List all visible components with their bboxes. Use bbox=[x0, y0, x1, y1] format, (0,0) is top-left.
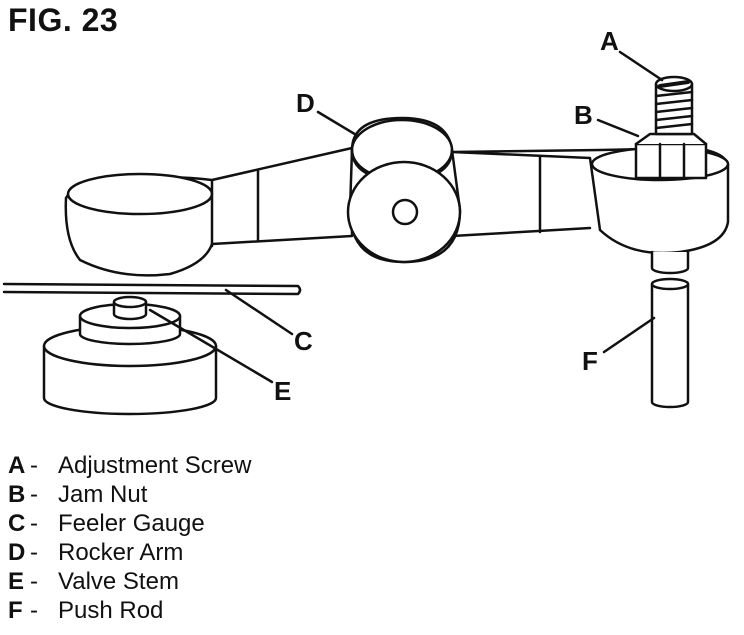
legend-item-adjustment-screw: A - Adjustment Screw bbox=[8, 452, 251, 481]
legend-dash: - bbox=[30, 539, 38, 566]
legend-label: Jam Nut bbox=[58, 481, 148, 508]
legend-dash: - bbox=[30, 510, 38, 537]
legend-dash: - bbox=[30, 481, 38, 508]
legend-label: Valve Stem bbox=[58, 568, 179, 595]
leader-line-b bbox=[596, 118, 640, 138]
legend: A - Adjustment Screw B - Jam Nut C - Fee… bbox=[8, 452, 251, 626]
legend-dash: - bbox=[30, 597, 38, 624]
legend-letter: B bbox=[8, 481, 26, 508]
rocker-arm bbox=[64, 116, 730, 277]
legend-letter: D bbox=[8, 539, 26, 566]
legend-dash: - bbox=[30, 452, 38, 479]
legend-label: Adjustment Screw bbox=[58, 452, 252, 479]
leader-line-f bbox=[602, 316, 656, 354]
legend-letter: F bbox=[8, 597, 23, 624]
push-rod-socket bbox=[650, 250, 690, 275]
push-rod bbox=[650, 277, 690, 409]
legend-letter: A bbox=[8, 452, 26, 479]
callout-c: C bbox=[294, 326, 313, 356]
valve-spring-base bbox=[42, 302, 218, 416]
legend-label: Rocker Arm bbox=[58, 539, 184, 566]
adjustment-screw bbox=[654, 75, 694, 136]
legend-item-feeler-gauge: C - Feeler Gauge bbox=[8, 510, 251, 539]
leader-line-d bbox=[316, 110, 360, 138]
legend-dash: - bbox=[30, 568, 38, 595]
legend-item-rocker-arm: D - Rocker Arm bbox=[8, 539, 251, 568]
feeler-gauge bbox=[2, 282, 302, 296]
leader-line-a bbox=[618, 50, 664, 82]
callout-e: E bbox=[274, 376, 291, 406]
legend-letter: C bbox=[8, 510, 26, 537]
figure-title: FIG. 23 bbox=[8, 2, 119, 38]
leader-line-c bbox=[224, 288, 294, 336]
legend-letter: E bbox=[8, 568, 25, 595]
legend-label: Feeler Gauge bbox=[58, 510, 205, 537]
callout-b: B bbox=[574, 100, 593, 130]
callout-a: A bbox=[600, 26, 619, 56]
callout-f: F bbox=[582, 346, 598, 376]
legend-item-push-rod: F - Push Rod bbox=[8, 597, 251, 626]
legend-item-valve-stem: E - Valve Stem bbox=[8, 568, 251, 597]
leader-line-e bbox=[148, 308, 274, 384]
legend-item-jam-nut: B - Jam Nut bbox=[8, 481, 251, 510]
callout-d: D bbox=[296, 88, 315, 118]
legend-label: Push Rod bbox=[58, 597, 164, 624]
jam-nut bbox=[634, 132, 708, 180]
valve-stem bbox=[112, 295, 148, 321]
rocker-arm-diagram: A B C D E F bbox=[2, 26, 730, 416]
